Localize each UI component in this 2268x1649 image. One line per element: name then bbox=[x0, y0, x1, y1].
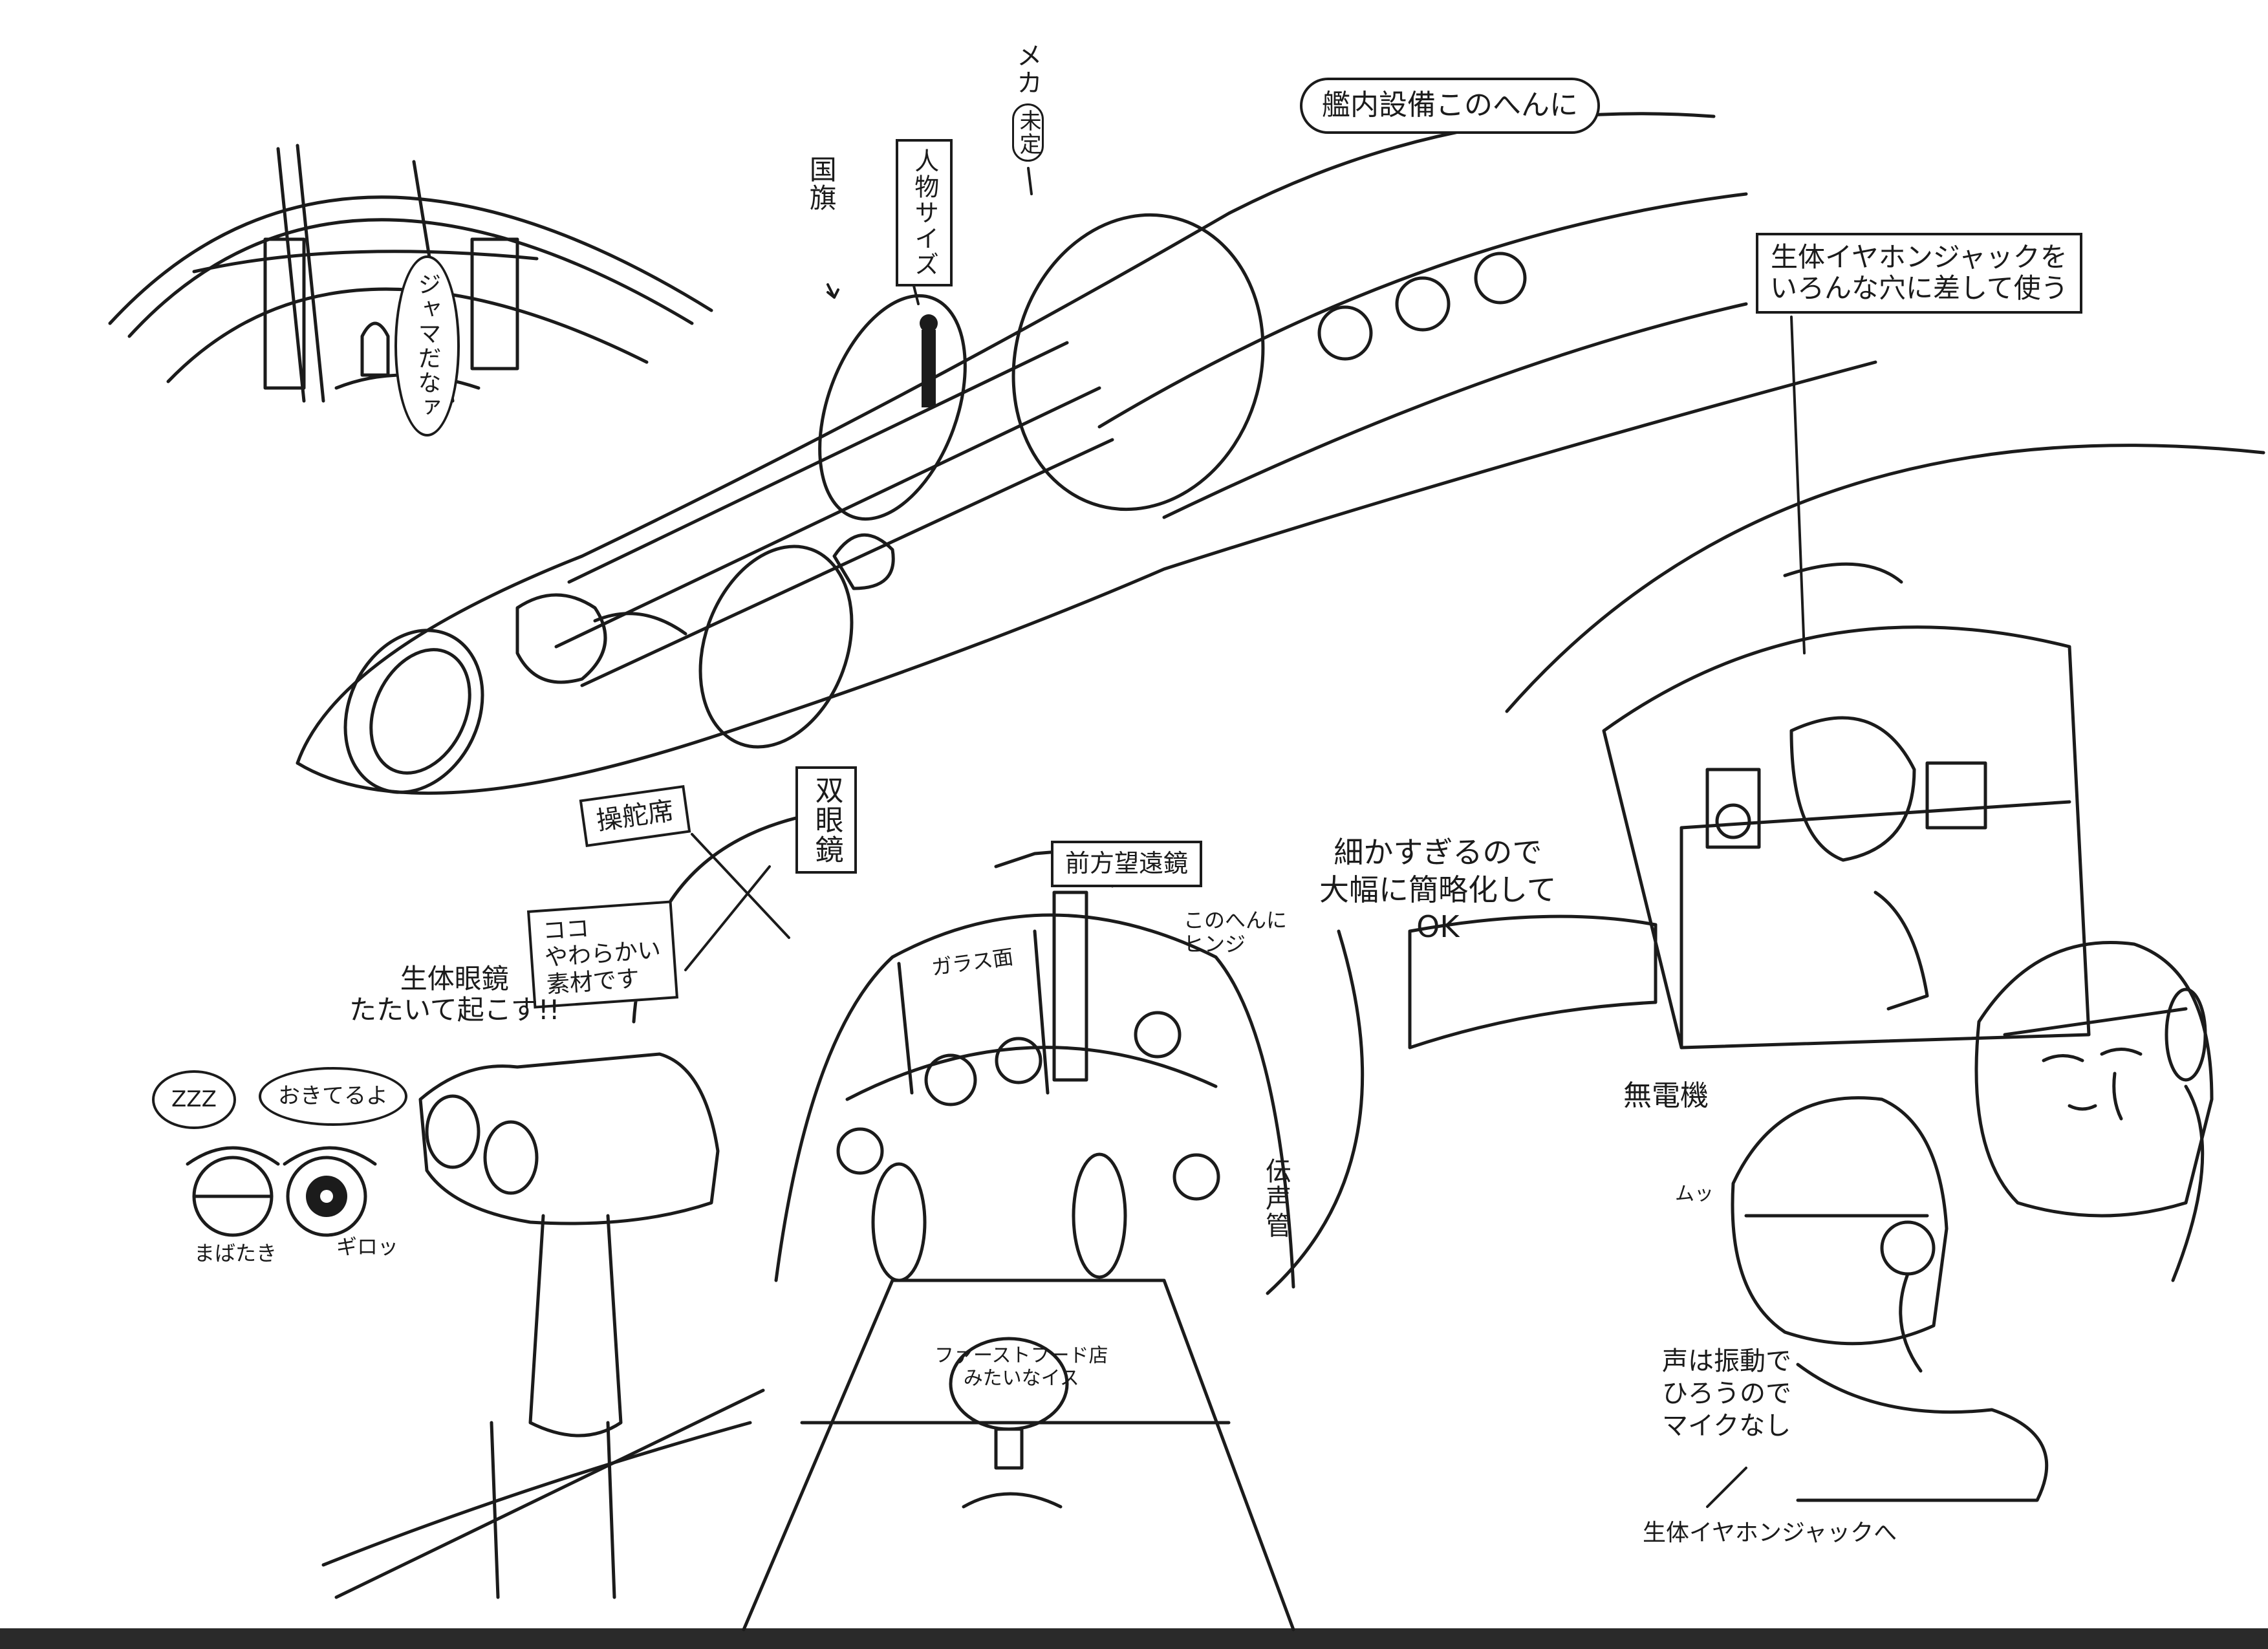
girl-with-headset-icon bbox=[1731, 1096, 2049, 1502]
stool-icon bbox=[949, 1337, 1069, 1509]
crying-girl-icon bbox=[1974, 941, 2214, 1282]
to-jack-label: 生体イヤホンジャックへ bbox=[1643, 1520, 1897, 1546]
awake-bubble: おきてるよ bbox=[259, 1067, 407, 1126]
mecha-note-label: 未定 bbox=[1012, 103, 1044, 162]
blink-label: まばたき bbox=[194, 1241, 277, 1266]
flag-label: 国旗 bbox=[805, 155, 837, 212]
interior-equipment-label: 艦内設備このへんに bbox=[1300, 78, 1600, 134]
simplify-note: 細かすぎるので 大幅に簡略化して OK bbox=[1319, 835, 1557, 944]
glare-label: ギロッ bbox=[336, 1234, 399, 1259]
zzz-bubble: ZZZ bbox=[152, 1070, 236, 1130]
voice-vibration-note: 声は振動で ひろうので マイクなし bbox=[1662, 1346, 1791, 1441]
leader-arrows bbox=[684, 167, 1806, 1508]
radio-label: 無電機 bbox=[1623, 1079, 1709, 1112]
bio-binoculars-icon bbox=[321, 1052, 765, 1599]
open-eye-icon bbox=[283, 1146, 377, 1237]
voice-tube-label: 伝声管 bbox=[1261, 1158, 1291, 1239]
bio-binoculars-label: 生体眼鏡 たたいて起こす!! bbox=[349, 963, 560, 1026]
mecha-label: メカ bbox=[1012, 42, 1042, 96]
person-size-label: 人物サイズ bbox=[896, 139, 953, 286]
scan-edge-band bbox=[0, 1628, 2268, 1649]
forward-scope-label: 前方望遠鏡 bbox=[1051, 841, 1203, 887]
hinge-note: このへんに ヒンジ bbox=[1183, 908, 1288, 956]
bio-earphone-jack-note: 生体イヤホンジャックを いろんな穴に差して使う bbox=[1756, 233, 2082, 314]
radio-operator-icon bbox=[1408, 444, 2265, 1050]
binoculars-label: 双眼鏡 bbox=[795, 766, 857, 874]
airship-cutaway-icon bbox=[296, 112, 1877, 795]
hangar-dome-icon bbox=[108, 144, 713, 403]
closed-eye-icon bbox=[186, 1146, 280, 1237]
mutt-label: ムッ bbox=[1675, 1183, 1714, 1205]
fastfood-chair-label: ファーストフード店 みたいなイス bbox=[934, 1344, 1108, 1390]
jama-speech-bubble: ジャマだなァ bbox=[394, 255, 460, 436]
